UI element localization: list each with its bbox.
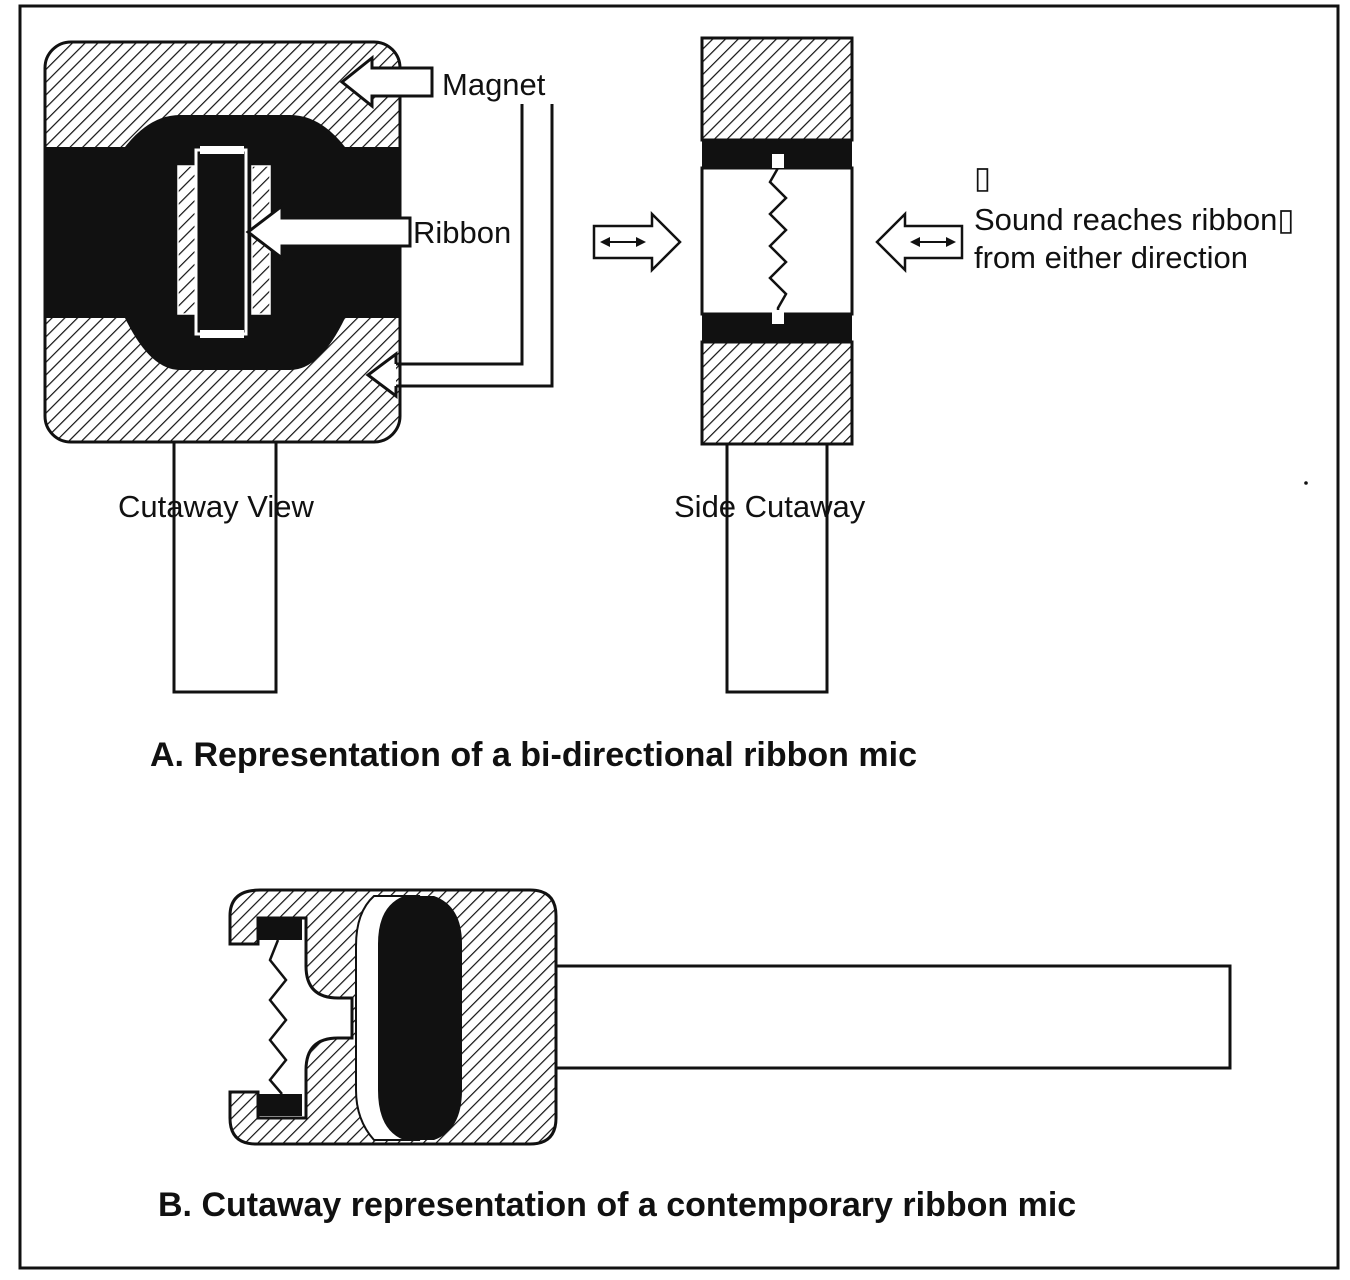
mic-handle-left [172, 438, 278, 694]
label-side-cutaway: Side Cutaway [674, 489, 866, 524]
magnet-leader-line-inner [396, 104, 524, 366]
figure-border [18, 4, 1340, 1270]
contemporary-magnet [378, 896, 462, 1140]
sound-note-glyph: ▯ [974, 160, 991, 195]
side-body-top [700, 36, 854, 142]
mic-handle-long [546, 964, 1232, 1070]
magnet-pointer-arrow-icon [339, 54, 434, 110]
side-ribbon-notch-top [772, 154, 784, 168]
label-magnet: Magnet [442, 67, 546, 102]
side-cutaway-figure: Side Cutaway [674, 36, 866, 694]
sound-note-line1: Sound reaches ribbon▯ [974, 202, 1294, 237]
contemporary-mic-figure [228, 888, 1232, 1146]
left-sound-arrow [592, 210, 682, 274]
magnet-leader-line-outer [396, 104, 554, 388]
ribbon-bottom-clip [200, 330, 244, 338]
side-gap [700, 166, 854, 316]
double-arrow-icon [600, 237, 646, 247]
contemporary-ribbon-wave [268, 939, 288, 1095]
label-cutaway-view: Cutaway View [118, 489, 314, 524]
ribbon-clamp-left [177, 165, 197, 315]
side-body-bottom [700, 340, 854, 446]
caption-panel-b: B. Cutaway representation of a contempor… [158, 1186, 1076, 1224]
label-ribbon: Ribbon [413, 215, 511, 250]
right-sound-arrow [875, 210, 964, 274]
cutaway-view-figure: Magnet Ribbon Cutaway View [43, 40, 554, 694]
mic-handle-right [725, 438, 829, 694]
double-arrow-icon [910, 237, 956, 247]
ribbon-pointer-arrow-icon [245, 202, 412, 262]
magnet-pointer-arrow-lower-icon [365, 351, 398, 399]
stray-dot [1304, 481, 1308, 485]
side-ribbon-wave [768, 152, 788, 326]
sound-note-line2: from either direction [974, 240, 1248, 275]
caption-panel-a: A. Representation of a bi-directional ri… [150, 736, 917, 774]
ribbon-top-clip [200, 146, 244, 154]
contemporary-pole-bottom [258, 1094, 302, 1116]
side-ribbon-notch-bottom [772, 310, 784, 324]
contemporary-pole-top [258, 918, 302, 940]
ribbon-strip [194, 148, 248, 336]
